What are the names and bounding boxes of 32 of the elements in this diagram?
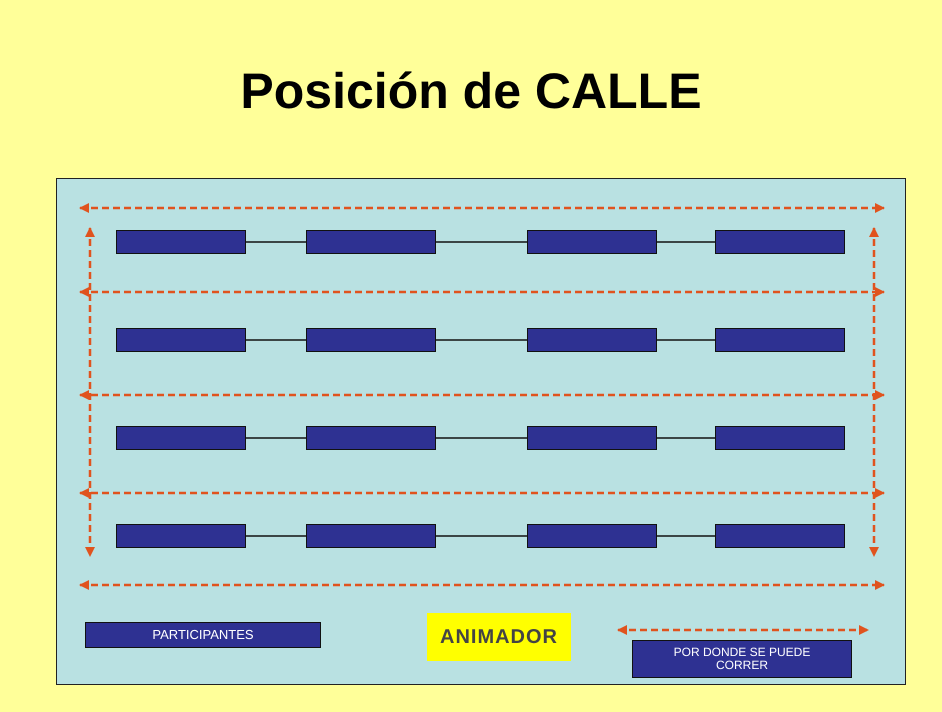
title: Posición de CALLE [240,62,702,120]
legend-text: POR DONDE SE PUEDE CORRER [672,646,812,672]
participant-bar [116,426,246,450]
participant-bar [527,328,657,352]
participant-bar [306,524,436,548]
connector-line [436,241,527,243]
connector-line [657,339,715,341]
participant-bar [715,426,845,450]
connector-line [436,535,527,537]
legend-text: PARTICIPANTES [152,628,254,642]
connector-line [246,241,306,243]
connector-line [657,241,715,243]
legend-text: ANIMADOR [440,626,558,648]
connector-line [246,339,306,341]
connector-line [246,437,306,439]
connector-line [246,535,306,537]
participant-bar [116,524,246,548]
participant-bar [715,524,845,548]
participant-bar [527,230,657,254]
participant-bar [116,328,246,352]
connector-line [436,437,527,439]
connector-line [436,339,527,341]
participant-bar [527,524,657,548]
connector-line [657,535,715,537]
participant-bar [715,230,845,254]
participant-bar [715,328,845,352]
participant-bar [306,426,436,450]
participant-bar [116,230,246,254]
participant-bar [527,426,657,450]
participant-bar [306,230,436,254]
participant-bar [306,328,436,352]
connector-line [657,437,715,439]
